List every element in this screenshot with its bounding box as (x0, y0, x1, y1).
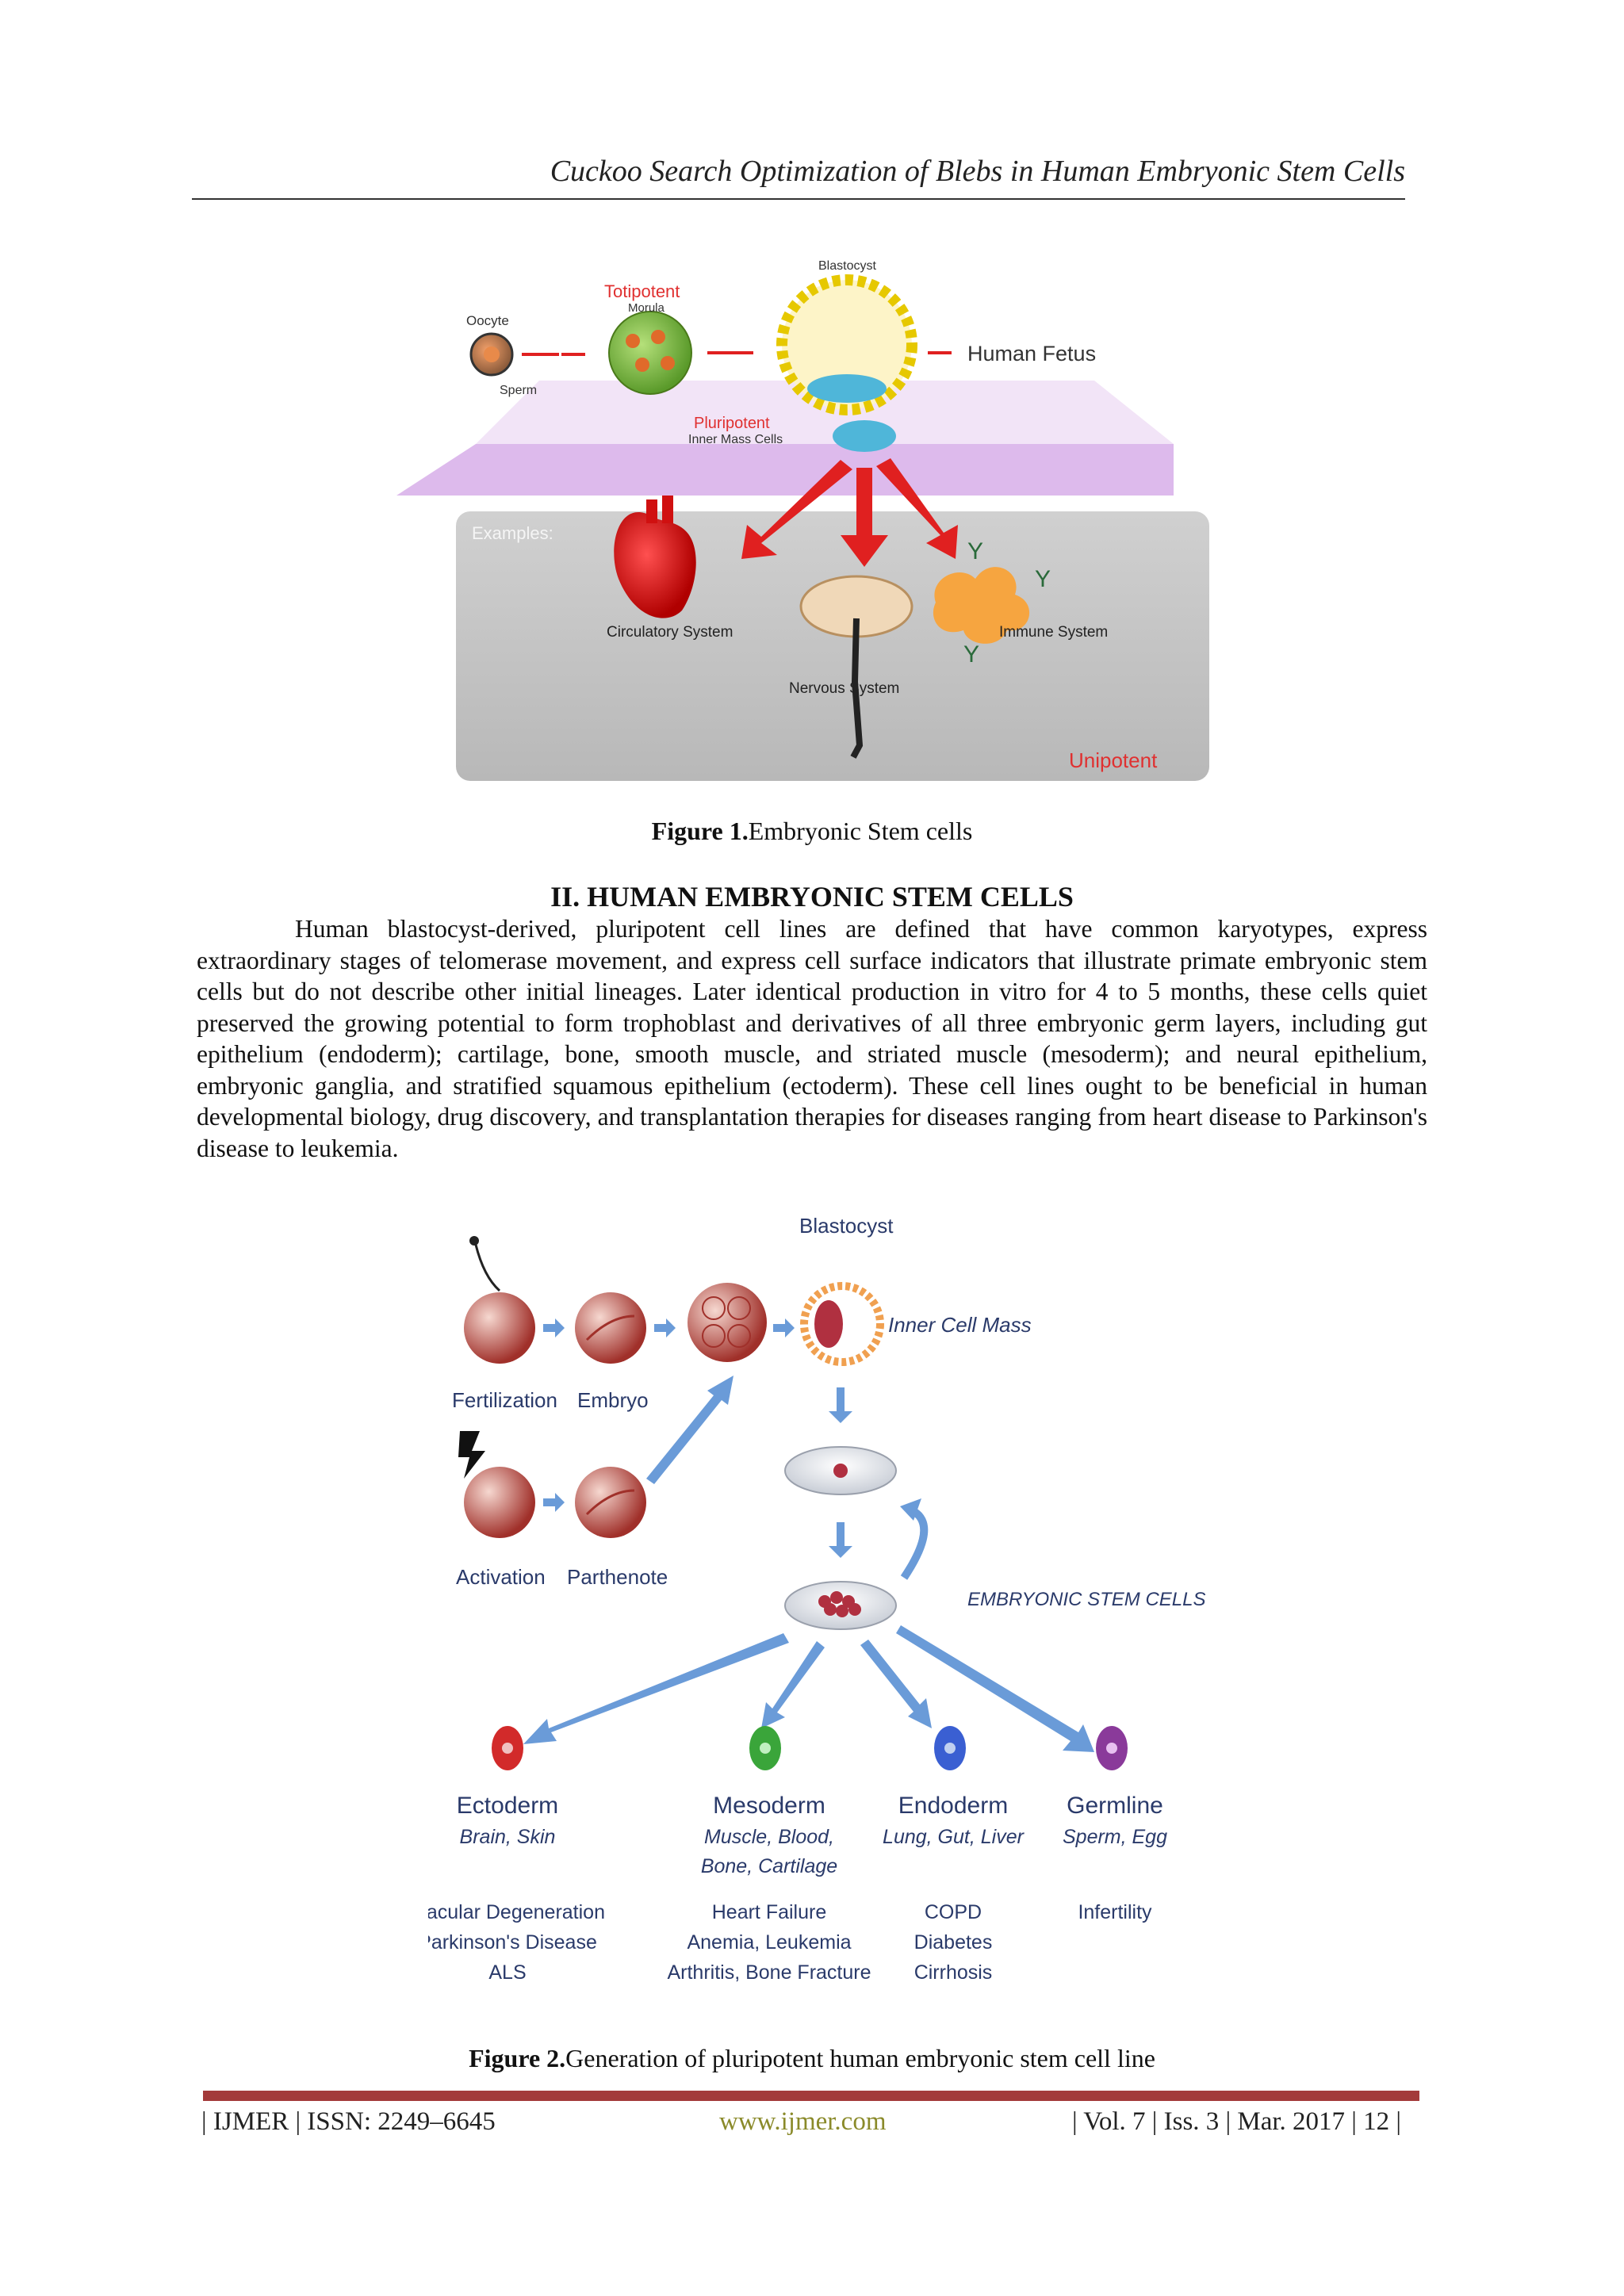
figure-2-caption-label: Figure 2. (469, 2044, 566, 2072)
activation-label: Activation (456, 1565, 546, 1589)
morula-stage-icon (688, 1283, 767, 1362)
arrow-parthenote-to-morula (646, 1376, 733, 1484)
germline-disease: Infertility (1078, 1901, 1152, 1923)
arrow-to-immune (876, 458, 958, 559)
parthenote-label: Parthenote (567, 1565, 668, 1589)
activation-egg-icon (464, 1467, 535, 1538)
endoderm-disease: Cirrhosis (914, 1961, 993, 1984)
examples-label: Examples: (472, 523, 553, 543)
inner-mass-label: Inner Mass Cells (688, 433, 783, 446)
endoderm-disease: COPD (925, 1901, 982, 1923)
arrow-to-germline (896, 1625, 1094, 1752)
examples-box (456, 511, 1209, 781)
blastocyst-icon (776, 274, 917, 415)
unipotent-label: Unipotent (1069, 748, 1158, 772)
inner-cell-mass-label: Inner Cell Mass (888, 1313, 1032, 1337)
mesoderm-disease: Anemia, Leukemia (687, 1931, 851, 1954)
arrow-to-ectoderm (523, 1633, 789, 1744)
germline-tissue: Sperm, Egg (1063, 1826, 1167, 1848)
fertilization-egg-icon (464, 1292, 535, 1364)
ectoderm-disease: Macular Degeneration (428, 1901, 605, 1923)
blastocyst-label: Blastocyst (818, 259, 876, 273)
footer-volume-page: | Vol. 7 | Iss. 3 | Mar. 2017 | 12 | (1072, 2107, 1402, 2136)
svg-text:Y: Y (967, 538, 983, 564)
heart-icon (614, 512, 696, 618)
mesoderm-tissue: Muscle, Blood, (704, 1826, 834, 1848)
germline-cell-icon (1096, 1726, 1128, 1770)
section-title: II. HUMAN EMBRYONIC STEM CELLS (550, 881, 1074, 913)
endoderm-disease: Diabetes (914, 1931, 993, 1954)
figure-2-caption: Figure 2.Generation of pluripotent human… (0, 2044, 1624, 2073)
ectoderm-disease: ALS (488, 1961, 526, 1984)
section-paragraph: Human blastocyst-derived, pluripotent ce… (197, 915, 1427, 1162)
human-fetus-label: Human Fetus (967, 342, 1096, 365)
svg-text:Y: Y (963, 641, 979, 668)
inner-mass-icon (833, 420, 896, 452)
self-renewal-arrow (900, 1506, 929, 1580)
endoderm-name: Endoderm (898, 1793, 1008, 1819)
arrow-to-heart (741, 460, 852, 559)
running-header: Cuckoo Search Optimization of Blebs in H… (192, 151, 1405, 200)
endoderm-tissue: Lung, Gut, Liver (883, 1826, 1025, 1848)
embryo-icon (575, 1292, 646, 1364)
figure-2-caption-text: Generation of pluripotent human embryoni… (565, 2044, 1155, 2072)
parthenote-icon (575, 1467, 646, 1538)
ectoderm-tissue: Brain, Skin (460, 1826, 556, 1848)
figure-1-caption: Figure 1.Embryonic Stem cells (0, 817, 1624, 846)
esc-label: EMBRYONIC STEM CELLS (967, 1589, 1206, 1610)
arrow-to-brain (841, 468, 888, 567)
sperm-label: Sperm (500, 384, 537, 397)
mesoderm-tissue: Bone, Cartilage (701, 1855, 837, 1877)
ectoderm-disease: Parkinson's Disease (428, 1931, 597, 1954)
figure-1-caption-label: Figure 1. (651, 817, 749, 845)
ectoderm-cell-icon (492, 1726, 523, 1770)
plane-shape (396, 444, 1174, 496)
figure-1-caption-text: Embryonic Stem cells (748, 817, 973, 845)
endoderm-cell-icon (934, 1726, 966, 1770)
nervous-label: Nervous System (789, 680, 899, 697)
oocyte-label: Oocyte (466, 313, 509, 328)
germline-name: Germline (1067, 1793, 1163, 1819)
mesoderm-cell-icon (749, 1726, 781, 1770)
running-title: Cuckoo Search Optimization of Blebs in H… (550, 155, 1405, 188)
arrow-to-endoderm (860, 1640, 932, 1728)
footer-journal-issn: | IJMER | ISSN: 2249–6645 (201, 2107, 496, 2136)
morula-icon (608, 311, 692, 395)
pluripotent-label: Pluripotent (694, 415, 770, 432)
svg-text:Y: Y (1035, 566, 1051, 592)
figure-2-diagram: Blastocyst Inner Cell Mass Fertilization… (428, 1214, 1206, 1984)
circulatory-label: Circulatory System (607, 624, 733, 641)
figure-1-diagram: Examples: Oocyte Sperm Totipotent Morula… (396, 259, 1209, 781)
immune-cell-icon (933, 567, 1030, 644)
ectoderm-name: Ectoderm (457, 1793, 558, 1819)
fertilization-label: Fertilization (452, 1388, 557, 1412)
blastocyst-label-2: Blastocyst (799, 1214, 894, 1238)
mesoderm-disease: Arthritis, Bone Fracture (667, 1961, 871, 1984)
embryo-label: Embryo (577, 1388, 649, 1412)
morula-label: Morula (628, 301, 665, 315)
immune-label: Immune System (999, 624, 1108, 641)
totipotent-label: Totipotent (604, 281, 680, 301)
footer-website-link[interactable]: www.ijmer.com (719, 2107, 887, 2136)
mesoderm-name: Mesoderm (713, 1793, 825, 1819)
footer-bar (203, 2091, 1419, 2101)
mesoderm-disease: Heart Failure (712, 1901, 827, 1923)
arrow-to-mesoderm (761, 1641, 825, 1728)
